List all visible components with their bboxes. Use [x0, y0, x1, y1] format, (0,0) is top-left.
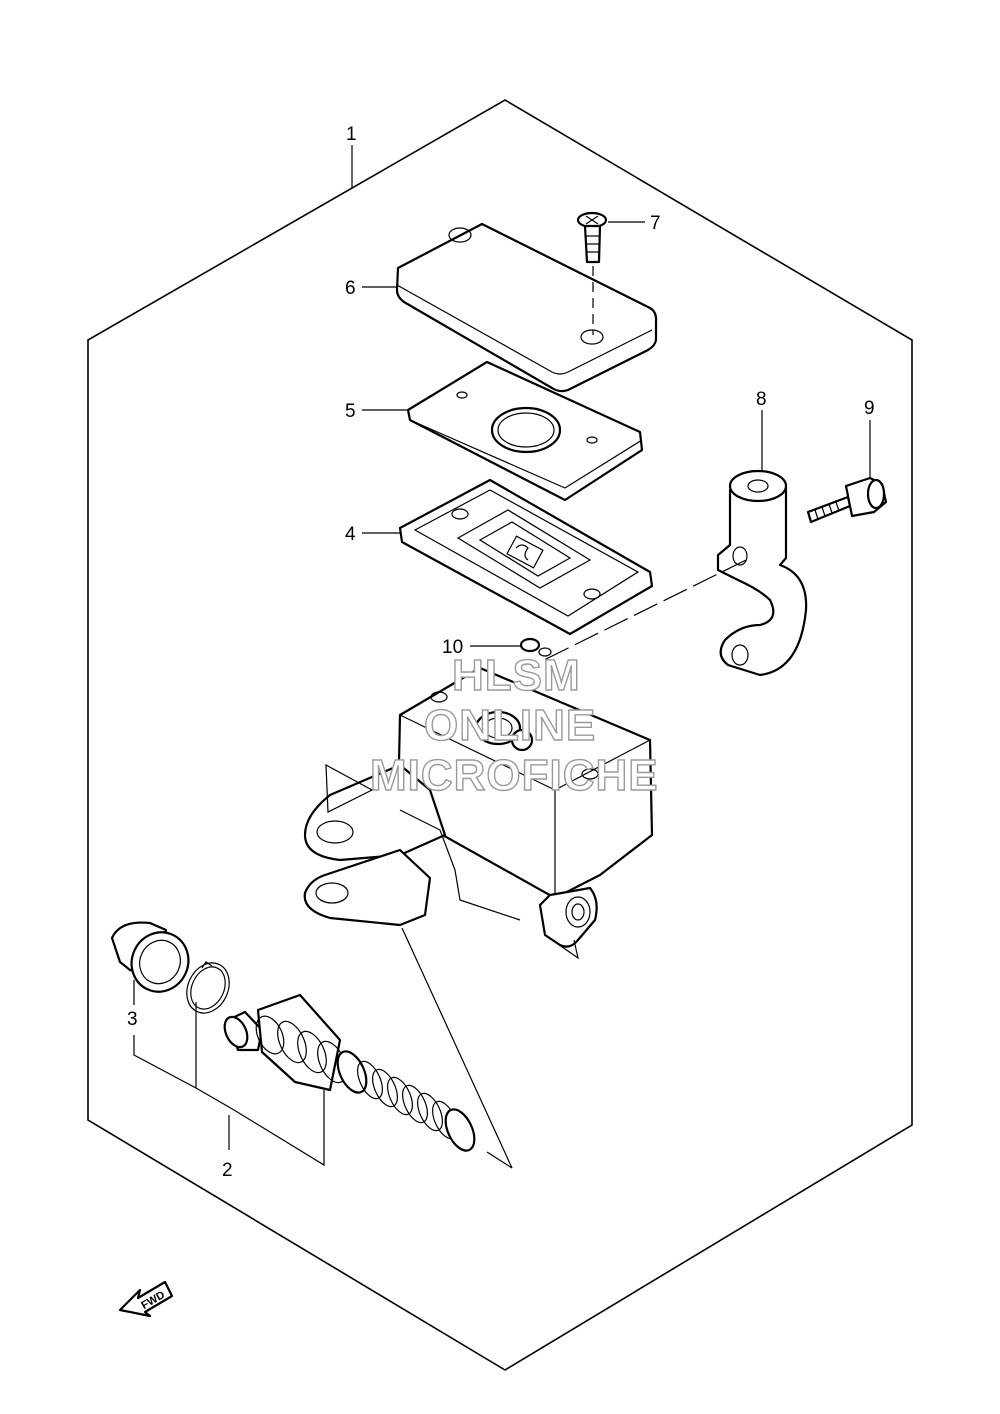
piston: [223, 993, 368, 1094]
callout-4: 4: [345, 524, 356, 545]
master-cylinder-body: [303, 666, 654, 960]
callout-7: 7: [650, 213, 661, 234]
cap-screw: [576, 211, 608, 335]
dust-boot: [110, 921, 190, 993]
handlebar-clamp: [716, 469, 808, 677]
fwd-arrow-icon: FWD: [118, 1280, 174, 1318]
assembly-outline: [87, 99, 913, 1371]
callout-5: 5: [345, 401, 356, 422]
clamp-bolt: [806, 476, 888, 524]
diaphragm-plate: [406, 360, 644, 502]
svg-text:HLSM: HLSM: [452, 651, 581, 700]
snap-ring: [186, 961, 230, 1014]
svg-text:ONLINE: ONLINE: [424, 701, 596, 750]
callout-2: 2: [222, 1160, 233, 1181]
callout-9: 9: [864, 398, 875, 419]
callout-10: 10: [442, 637, 463, 658]
diaphragm: [398, 478, 654, 636]
callout-8: 8: [756, 389, 767, 410]
callout-3: 3: [127, 1009, 138, 1030]
fwd-label: FWD: [139, 1289, 167, 1312]
svg-text:MICROFICHE: MICROFICHE: [370, 751, 659, 800]
o-ring: [519, 637, 552, 657]
return-spring: [357, 1060, 476, 1152]
reservoir-cap: [395, 222, 658, 393]
callout-6: 6: [345, 278, 356, 299]
callout-1: 1: [346, 124, 357, 145]
watermark: HLSM ONLINE MICROFICHE: [369, 650, 659, 800]
